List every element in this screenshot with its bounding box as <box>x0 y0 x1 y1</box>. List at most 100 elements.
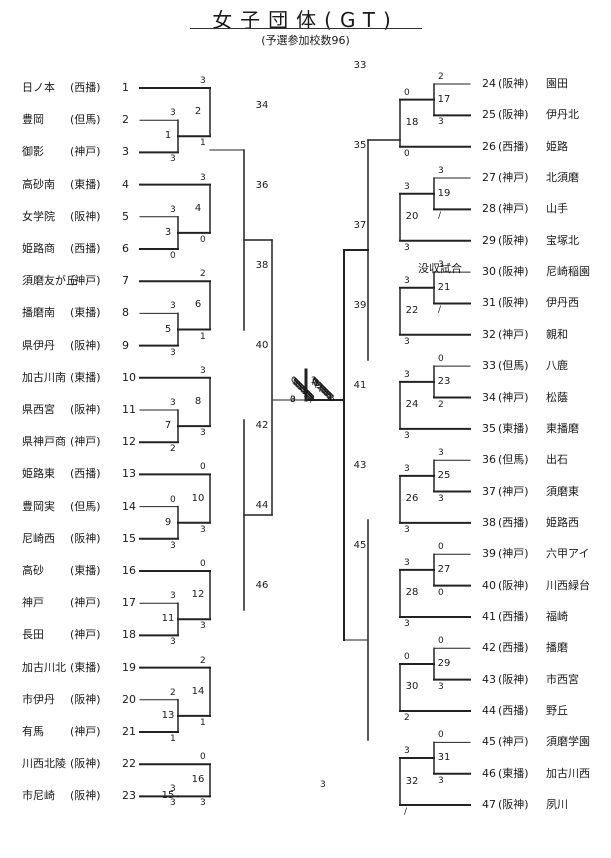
match-number: 1 <box>164 130 172 142</box>
match-number: 5 <box>164 323 172 335</box>
team-region: (神戸) <box>70 725 101 738</box>
match-number: 29 <box>437 657 451 669</box>
score: 0 <box>200 462 206 473</box>
match-number: 4 <box>194 202 202 214</box>
match-number: 28 <box>405 587 419 599</box>
score: 3 <box>304 389 310 399</box>
score: 3 <box>294 379 300 389</box>
score: 3 <box>297 382 303 392</box>
team-name: 豊岡 <box>22 113 44 127</box>
team-seed: 20 <box>122 692 136 706</box>
team-seed: 4 <box>122 177 129 191</box>
team-region: (西播) <box>70 81 101 94</box>
match-number: 3 <box>164 226 172 238</box>
score: 3 <box>200 76 206 86</box>
match-number: 19 <box>437 187 451 199</box>
team-name: 川西緑台 <box>546 578 590 592</box>
score: / <box>404 807 408 818</box>
forfeit-note: 没収試合 <box>418 262 462 275</box>
score: 3 <box>170 108 176 119</box>
team-region: (阪神) <box>498 265 529 279</box>
score: 3 <box>292 377 298 387</box>
team-seed: 43 <box>482 672 496 686</box>
score: 3 <box>200 621 206 632</box>
score: 3 <box>306 391 312 401</box>
team-seed: 42 <box>482 641 496 655</box>
team-name: 県伊丹 <box>22 338 55 352</box>
team-seed: 15 <box>122 531 136 545</box>
team-region: (阪神) <box>498 233 529 247</box>
team-seed: 22 <box>122 757 136 771</box>
score: 3 <box>170 301 176 312</box>
team-name: 野丘 <box>546 704 568 717</box>
match-number: 17 <box>437 93 451 105</box>
score: 0 <box>300 385 306 395</box>
team-name: 姫路西 <box>546 515 579 529</box>
score: 0 <box>293 378 299 388</box>
team-seed: 16 <box>122 564 136 577</box>
team-seed: 19 <box>122 660 136 674</box>
team-seed: 46 <box>482 766 496 780</box>
team-region: (西播) <box>498 704 529 717</box>
match-number: 39 <box>353 300 367 311</box>
score: 3 <box>170 154 176 165</box>
team-seed: 5 <box>122 209 129 223</box>
team-seed: 35 <box>482 421 496 435</box>
team-name: 姫路商 <box>22 242 55 255</box>
match-number: 45 <box>353 540 367 551</box>
team-region: (阪神) <box>498 108 529 122</box>
match-number: 38 <box>255 260 269 271</box>
score: 3 <box>320 780 326 790</box>
score: 3 <box>323 388 329 398</box>
score: 3 <box>297 382 303 392</box>
score: 3 <box>314 379 320 389</box>
score: 2 <box>200 655 206 666</box>
team-region: (但馬) <box>70 113 101 127</box>
team-name: 園田 <box>546 77 568 90</box>
score: 3 <box>298 383 304 393</box>
score: 3 <box>316 381 322 391</box>
score: 3 <box>404 369 410 380</box>
score: 3 <box>326 391 332 401</box>
team-region: (阪神) <box>498 296 529 310</box>
score: / <box>310 395 314 405</box>
team-region: (西播) <box>498 515 529 529</box>
team-seed: 44 <box>482 704 496 717</box>
team-region: (神戸) <box>498 484 529 498</box>
score: 3 <box>200 428 206 439</box>
team-name: 松蔭 <box>546 390 568 404</box>
team-name: 高砂 <box>22 564 44 577</box>
score: 3 <box>200 172 206 183</box>
score: 1 <box>200 717 206 728</box>
team-seed: 14 <box>122 499 136 513</box>
score: 0 <box>290 395 296 405</box>
team-name: 長田 <box>22 628 44 642</box>
team-name: 姫路東 <box>22 467 55 481</box>
match-number: 42 <box>255 420 269 431</box>
team-region: (西播) <box>70 242 101 255</box>
team-seed: 38 <box>482 515 496 529</box>
score: 3 <box>404 524 410 535</box>
team-region: (但馬) <box>498 359 529 373</box>
team-region: (阪神) <box>70 338 101 352</box>
team-name: 播磨南 <box>22 306 55 320</box>
team-region: (神戸) <box>498 390 529 404</box>
score: 3 <box>170 204 176 215</box>
team-seed: 47 <box>482 798 496 812</box>
team-name: 山手 <box>546 202 568 216</box>
score: 3 <box>404 557 410 568</box>
team-name: 須磨東 <box>546 484 579 498</box>
score: 0 <box>170 494 176 505</box>
match-number: 13 <box>161 709 175 721</box>
score: 3 <box>170 591 176 602</box>
score: 3 <box>320 385 326 395</box>
team-seed: 17 <box>122 596 136 610</box>
match-number: 34 <box>255 100 269 111</box>
match-number: 43 <box>353 460 367 471</box>
team-name: 県西宮 <box>22 403 55 416</box>
team-seed: 8 <box>122 306 129 320</box>
match-number: 8 <box>194 395 202 407</box>
score: 3 <box>438 775 444 786</box>
score: 3 <box>329 394 335 404</box>
match-number: 37 <box>353 220 367 231</box>
